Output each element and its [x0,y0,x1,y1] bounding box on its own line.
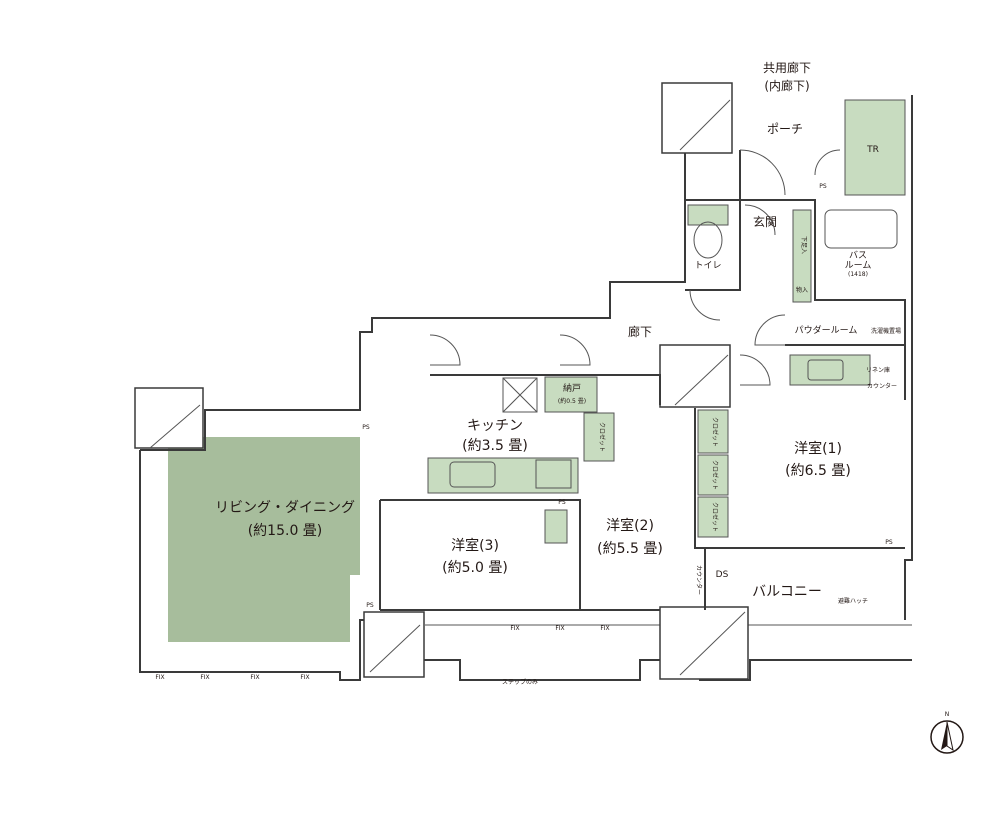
column-diag [679,611,746,676]
door-arc [754,314,786,346]
label-ps: PS [819,183,827,190]
door-arc [814,149,841,176]
column [363,611,425,678]
column-diag [369,624,421,673]
column-diag [674,354,729,406]
sink [449,461,496,488]
label-entrance: 玄関 [753,214,777,229]
label-fix: FIX [555,625,564,632]
label-bath: バス [849,250,867,261]
label-closet-w1b: クロゼット [711,460,719,490]
washbasin [807,359,844,381]
closet-kitchen [583,412,615,462]
label-balcony: バルコニー [752,584,822,600]
label-ps: PS [558,499,566,506]
door-arc [429,334,461,366]
label-kitchen-area: (約3.5 畳) [462,438,528,454]
label-closet-w1c: クロゼット [711,502,719,532]
label-western2-area: (約5.5 畳) [597,541,663,557]
label-fix: FIX [300,674,309,681]
label-western3: 洋室(3) [451,537,499,554]
interior-wall [694,408,905,549]
label-ps: PS [362,424,370,431]
tr-box [844,99,906,196]
label-corridor-inner: (内廊下) [764,78,809,93]
label-bath-size: (1418) [848,271,868,278]
label-kitchen: キッチン [467,418,523,434]
label-ps: PS [885,539,893,546]
right-wall [904,95,913,620]
door-arc [739,149,786,196]
stove [535,459,572,489]
closet-w2 [544,509,568,544]
shoe-closet [792,209,812,303]
label-fix: FIX [600,625,609,632]
vent-x [502,377,538,413]
outer-wall [139,450,912,681]
label-closet-kitchen: クロゼット [598,422,606,452]
toilet-unit [687,204,729,226]
label-counter-powder: カウンター [867,382,897,390]
column [661,82,733,154]
label-toilet: トイレ [694,261,721,271]
label-western1: 洋室(1) [794,440,842,457]
label-ps: PS [366,602,374,609]
label-fix: FIX [155,674,164,681]
column [659,606,749,680]
label-linen: リネン庫 [866,366,890,374]
compass-n-label: N [945,711,950,718]
living-room-area [168,437,360,642]
label-fix: FIX [200,674,209,681]
storage-box [544,376,598,413]
label-fix: FIX [250,674,259,681]
label-hallway: 廊下 [628,324,652,339]
bathtub [824,209,898,249]
door-arc [739,354,771,386]
label-western3-area: (約5.0 畳) [442,560,508,576]
vent-box [502,377,538,413]
interior-wall [380,499,581,610]
closet-w1-a [697,409,729,454]
label-washer: 洗濯機置場 [871,327,901,335]
column-diag [679,99,731,151]
label-fix: FIX [510,625,519,632]
label-hatch: 避難ハッチ [838,597,868,605]
compass: N [930,711,964,754]
outer-wall-top [140,100,686,451]
label-counter-w2: カウンター [695,565,703,595]
toilet-bowl [693,221,723,259]
door-arc [689,289,721,321]
closet-w1-b [697,454,729,496]
label-living: リビング・ダイニング [215,500,355,516]
label-tr: TR [866,145,879,155]
label-bath2: ルーム [845,260,872,271]
label-western2: 洋室(2) [606,517,654,534]
label-shoe-closet: 下足入 [800,236,807,254]
label-living-area: (約15.0 畳) [248,523,323,539]
label-western1-area: (約6.5 畳) [785,463,851,479]
label-step: ステップのみ [502,679,538,686]
label-porch: ポーチ [767,122,803,136]
closet-w1-c [697,496,729,538]
door-arc [744,204,776,236]
column [134,387,204,449]
interior-wall [685,200,741,291]
label-corridor-shared: 共用廊下 [763,60,811,75]
interior-wall [685,199,906,400]
label-storage: 納戸 [563,382,581,394]
label-storage-small: 物入 [796,286,808,294]
label-ds: DS [716,570,729,580]
interior-wall [430,374,661,405]
column [659,344,731,408]
label-powder-room: パウダールーム [795,324,858,336]
label-closet-w1a: クロゼット [711,417,719,447]
column-diag [149,404,201,449]
door-arc [559,334,591,366]
label-storage-area: (約0.5 畳) [558,397,586,405]
